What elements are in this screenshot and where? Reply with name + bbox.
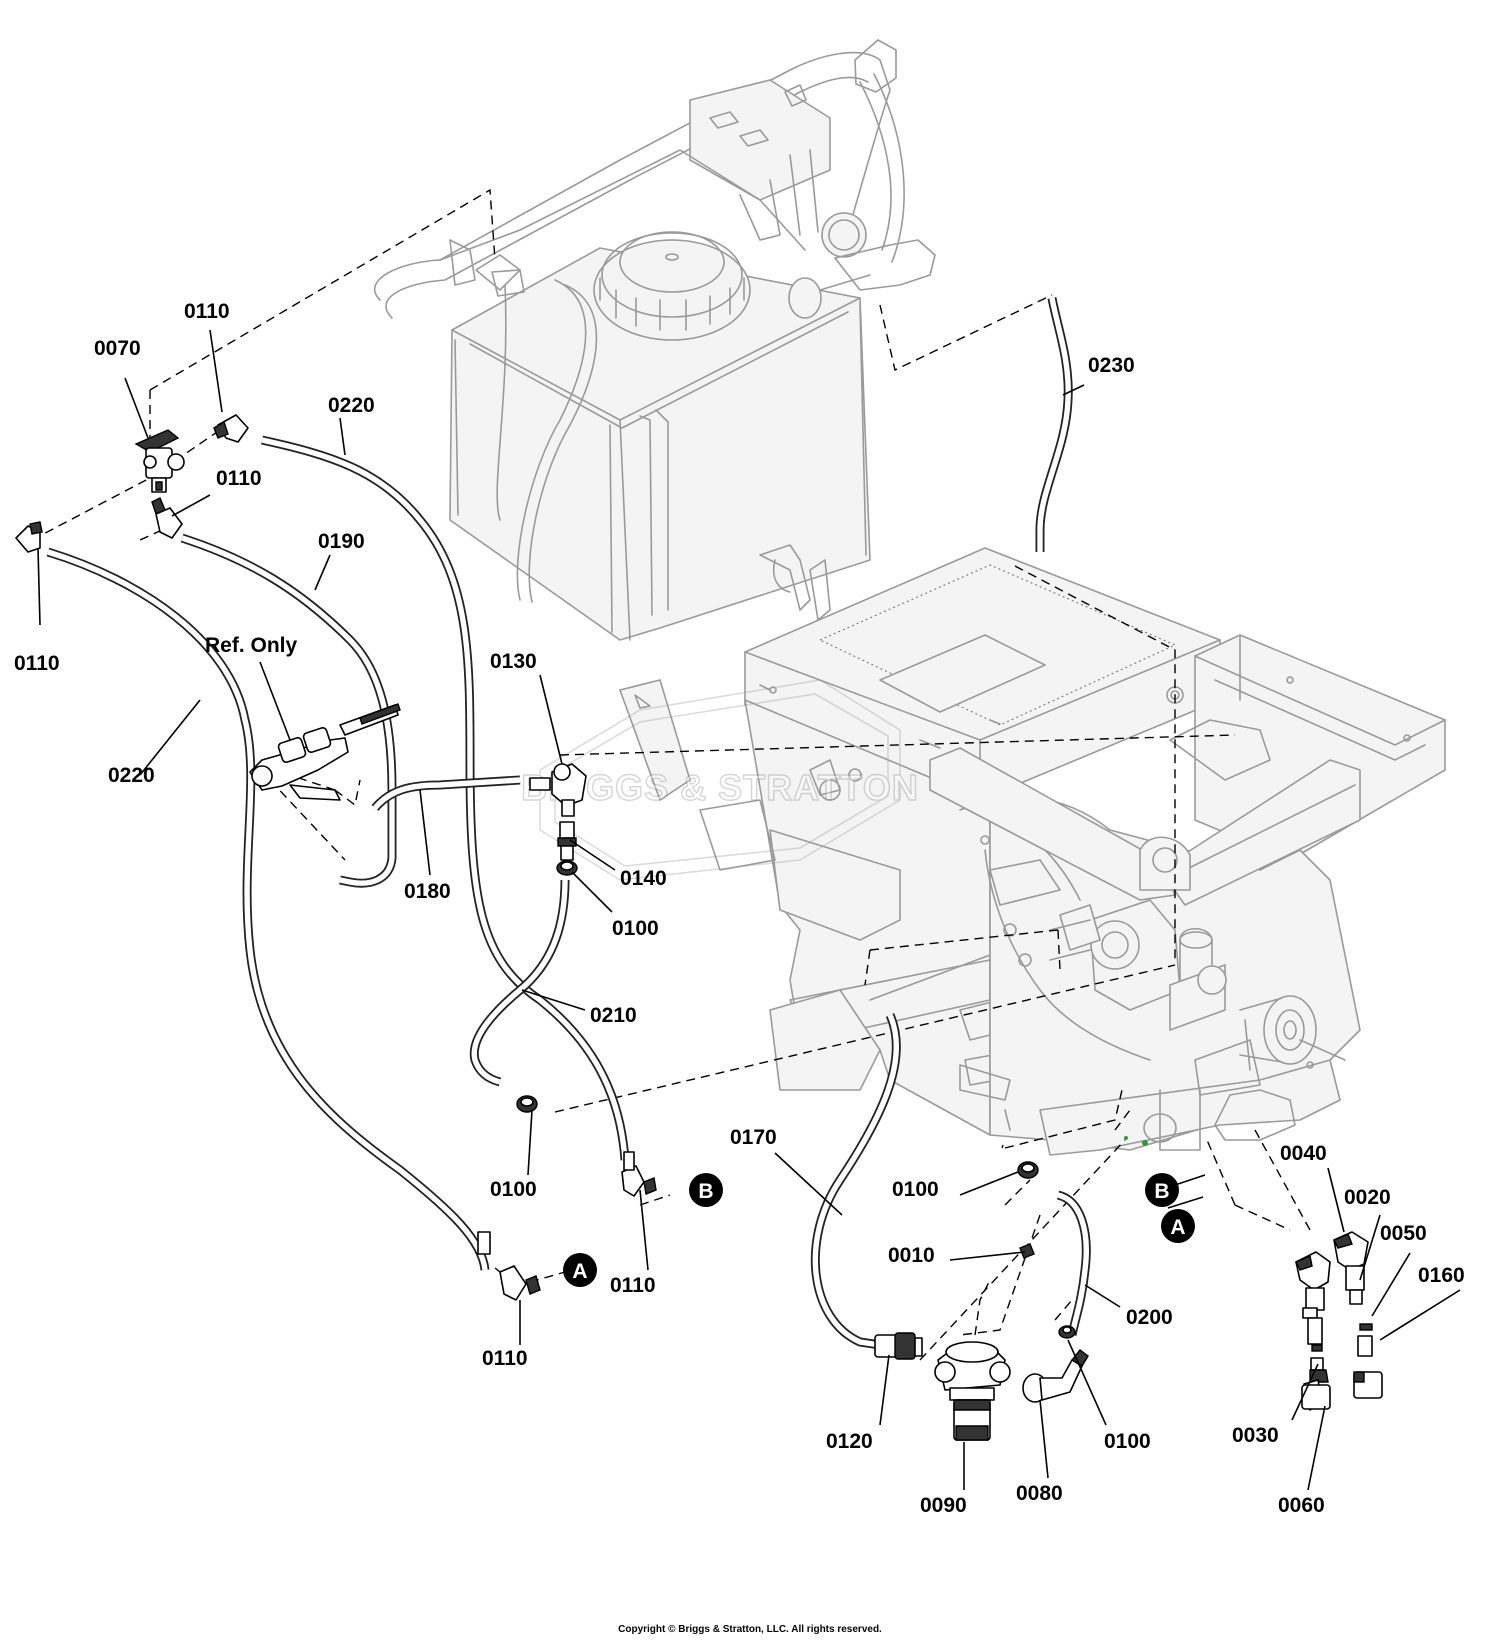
- marker-a-right-text: A: [1170, 1216, 1185, 1239]
- ball-valve-0070: [134, 429, 185, 493]
- clamp-0100-b: [516, 1095, 538, 1113]
- callout-0110-left: 0110: [14, 652, 60, 675]
- hoses: [46, 297, 1091, 1350]
- callout-0130: 0130: [490, 650, 537, 673]
- callout-0010: 0010: [888, 1244, 935, 1267]
- nipple-0140: [557, 821, 577, 861]
- marker-a-right: A: [1161, 1209, 1195, 1243]
- callout-0020: 0020: [1344, 1186, 1391, 1209]
- callout-0050: 0050: [1380, 1222, 1427, 1245]
- nozzle-assembly-left: [1295, 1251, 1331, 1411]
- marker-b-left: B: [689, 1173, 723, 1207]
- tee-0130: [529, 763, 587, 817]
- callout-0100-b: 0100: [490, 1178, 537, 1201]
- marker-b-right: B: [1145, 1173, 1179, 1207]
- clamp-0100-d: [1058, 1325, 1076, 1339]
- callout-0030: 0030: [1232, 1424, 1279, 1447]
- hose-0220-left: [46, 547, 490, 1271]
- callout-0220-right: 0220: [328, 394, 375, 417]
- nozzle-assembly-right: [1333, 1231, 1383, 1399]
- hose-0170: [810, 1013, 901, 1350]
- callout-0120: 0120: [826, 1430, 873, 1453]
- watermark: BRIGGS & STRATTON: [520, 679, 919, 881]
- marker-b-right-text: B: [1154, 1180, 1169, 1203]
- callout-0210: 0210: [590, 1004, 637, 1027]
- clamp-0100-c: [1017, 1161, 1039, 1179]
- hose-0220-right: [261, 435, 630, 1161]
- spray-gun-ref: [249, 703, 401, 801]
- leader-lines: [37, 329, 1461, 1491]
- watermark-text: BRIGGS & STRATTON: [521, 767, 919, 808]
- callout-0060: 0060: [1278, 1494, 1325, 1517]
- marker-b-left-text: B: [698, 1180, 713, 1203]
- callout-0110-mid: 0110: [216, 467, 262, 490]
- callout-0090: 0090: [920, 1494, 967, 1517]
- elbow-0110-a: [477, 1231, 541, 1301]
- clamp-0100-a: [556, 860, 578, 876]
- elbow-0110-left: [15, 521, 43, 553]
- callout-0040: 0040: [1280, 1142, 1327, 1165]
- connection-markers: B A B A: [563, 1173, 1195, 1287]
- callout-0100-a: 0100: [612, 917, 659, 940]
- copyright-notice: Copyright © Briggs & Stratton, LLC. All …: [618, 1624, 882, 1635]
- ref-only-label: Ref. Only: [205, 634, 298, 657]
- callout-0110-a: 0110: [482, 1347, 528, 1370]
- callout-0190: 0190: [318, 530, 365, 553]
- connector-0120: [874, 1332, 923, 1360]
- fittings: [15, 414, 1383, 1441]
- strainer-0090: [934, 1341, 1011, 1441]
- callout-0080: 0080: [1016, 1482, 1063, 1505]
- callout-0220-left: 0220: [108, 764, 155, 787]
- elbow-0110-mid: [151, 497, 183, 539]
- callout-0160: 0160: [1418, 1264, 1465, 1287]
- green-markers: [1124, 1136, 1148, 1146]
- callout-0100-d: 0100: [1104, 1430, 1151, 1453]
- callout-0180: 0180: [404, 880, 451, 903]
- marker-a-left: A: [563, 1253, 597, 1287]
- callout-0170: 0170: [730, 1126, 777, 1149]
- elbow-0080: [1022, 1349, 1089, 1403]
- callout-0230: 0230: [1088, 354, 1135, 377]
- callout-0200: 0200: [1126, 1306, 1173, 1329]
- hose-0190: [180, 533, 397, 888]
- fitting-0010: [1019, 1243, 1035, 1259]
- callout-0100-c: 0100: [892, 1178, 939, 1201]
- hose-0200: [1056, 1190, 1091, 1336]
- hose-0210: [469, 879, 570, 1087]
- elbow-0110-b: [621, 1151, 657, 1197]
- callout-0070: 0070: [94, 337, 141, 360]
- hose-0230: [1035, 297, 1073, 552]
- hose-0180: [371, 775, 521, 812]
- callout-labels: 0110 0070 0110 0110 0220 0190 Ref. Only …: [14, 300, 1465, 1517]
- machine-frame-ghost: [373, 39, 1446, 1156]
- elbow-0110-top: [213, 414, 249, 443]
- marker-a-left-text: A: [572, 1260, 587, 1283]
- callout-0110-top: 0110: [184, 300, 230, 323]
- callout-0110-b: 0110: [610, 1274, 656, 1297]
- connection-dashes: [31, 188, 1311, 1361]
- callout-0140: 0140: [620, 867, 667, 890]
